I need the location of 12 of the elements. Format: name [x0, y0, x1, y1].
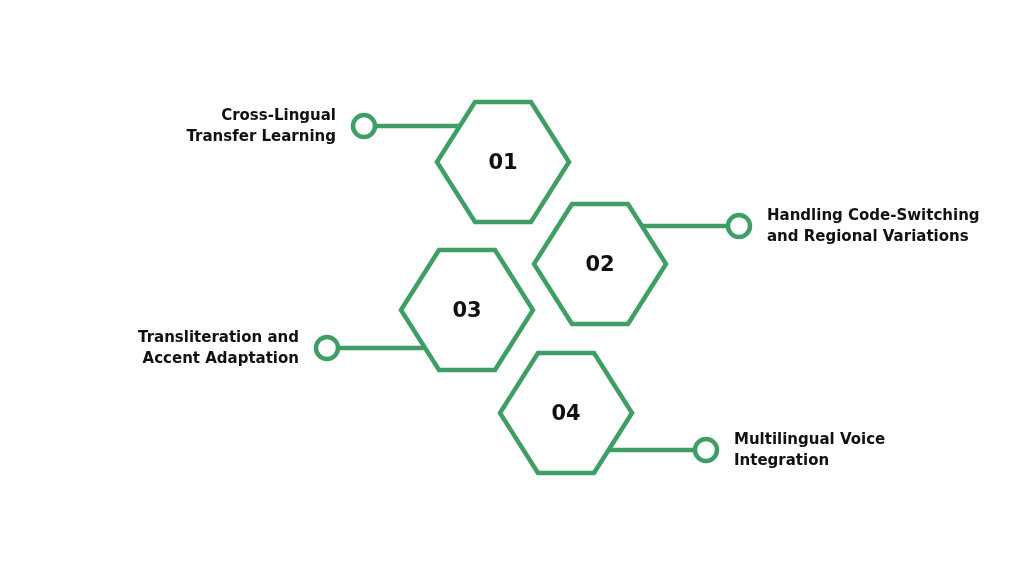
step-number: 01: [488, 150, 518, 174]
step-number: 02: [585, 252, 615, 276]
step-label: Cross-Lingual Transfer Learning: [185, 105, 336, 147]
step-number: 04: [551, 401, 581, 425]
connector-line: [641, 223, 728, 229]
step-label: Multilingual Voice Integration: [734, 429, 887, 471]
connector-line: [608, 447, 695, 453]
connector-line: [375, 123, 460, 129]
connector-line: [338, 345, 426, 351]
step-number: 03: [452, 298, 482, 322]
step-label: Transliteration and Accent Adaptation: [137, 327, 299, 369]
step-label: Handling Code-Switching and Regional Variations: [767, 205, 981, 247]
